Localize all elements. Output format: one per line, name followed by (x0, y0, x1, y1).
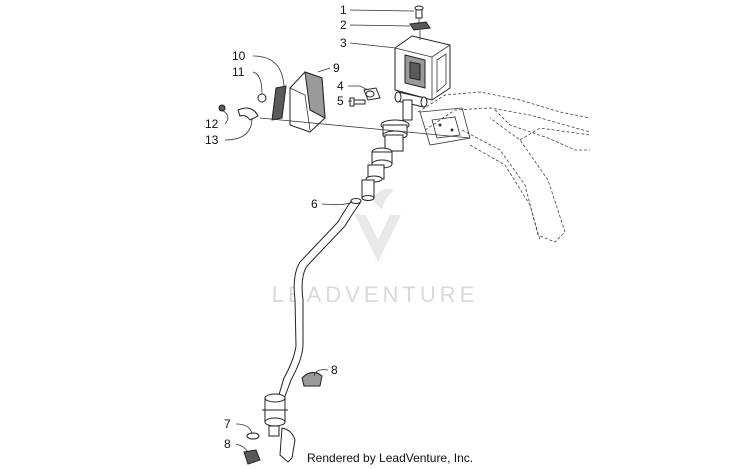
part-lower-bearing (262, 393, 296, 463)
callout-7: 7 (224, 417, 231, 431)
watermark-logo-icon (355, 188, 401, 262)
callout-6: 6 (311, 197, 318, 211)
part-bolt-top (414, 5, 424, 19)
part-steering-block (394, 35, 451, 101)
callout-5: 5 (337, 94, 344, 108)
callout-10: 10 (232, 49, 246, 63)
callout-4: 4 (337, 79, 344, 93)
part-nut-bottom (243, 449, 261, 465)
frame-outline (417, 91, 591, 243)
part-small-bolt (349, 97, 366, 107)
watermark-text: LEADVENTURE (272, 282, 479, 307)
callout-8-right: 8 (331, 363, 338, 377)
part-shroud (289, 71, 326, 133)
callout-12: 12 (205, 117, 219, 131)
part-bracket (257, 85, 287, 121)
callout-1: 1 (340, 3, 347, 17)
callout-2: 2 (340, 18, 347, 32)
part-washer-clip (218, 104, 259, 121)
part-clip (363, 87, 381, 101)
part-clamp-top (409, 21, 431, 31)
callout-13: 13 (205, 133, 219, 147)
leader-lines (221, 9, 415, 453)
part-washer-bottom (246, 432, 260, 440)
callout-11: 11 (232, 65, 245, 79)
part-steering-column (361, 91, 428, 201)
callout-3: 3 (340, 36, 347, 50)
callout-8-bottom: 8 (224, 437, 231, 451)
callout-9: 9 (333, 61, 340, 75)
part-grommet (301, 372, 323, 387)
rendered-by-footer: Rendered by LeadVenture, Inc. (307, 451, 473, 465)
